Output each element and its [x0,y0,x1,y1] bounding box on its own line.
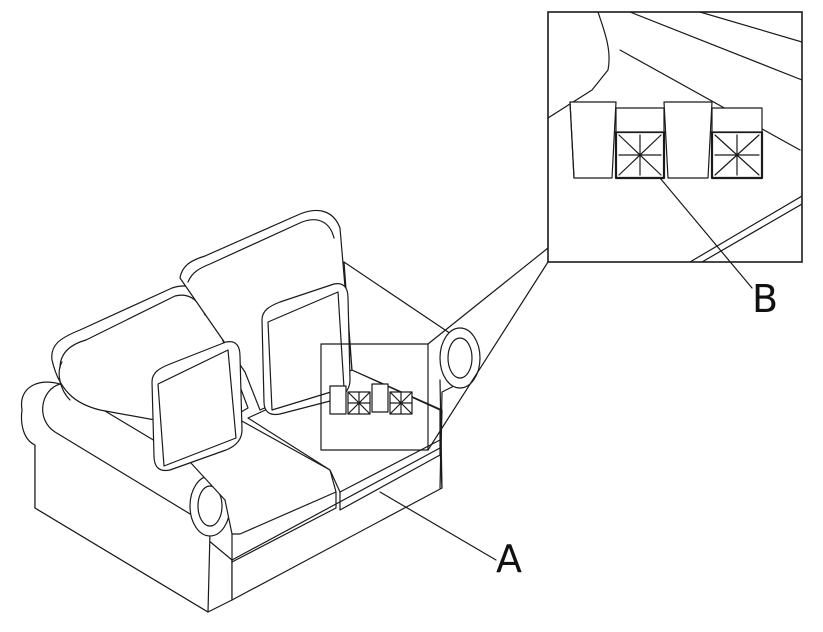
throw-pillow-right [261,283,351,416]
leader-line-a [379,491,497,561]
label-part-a: A [496,537,522,581]
sofa [20,209,481,613]
seat-hardware [329,383,413,415]
throw-pillow-left [151,341,243,472]
detail-callout-box [320,343,429,451]
detail-inset [547,11,803,263]
inset-leader-top [427,247,549,345]
right-armrest [343,261,481,489]
label-part-b: B [752,277,778,321]
inset-leader-bottom [427,261,549,451]
leader-line-b [659,177,753,289]
throw-pillows [151,283,351,472]
